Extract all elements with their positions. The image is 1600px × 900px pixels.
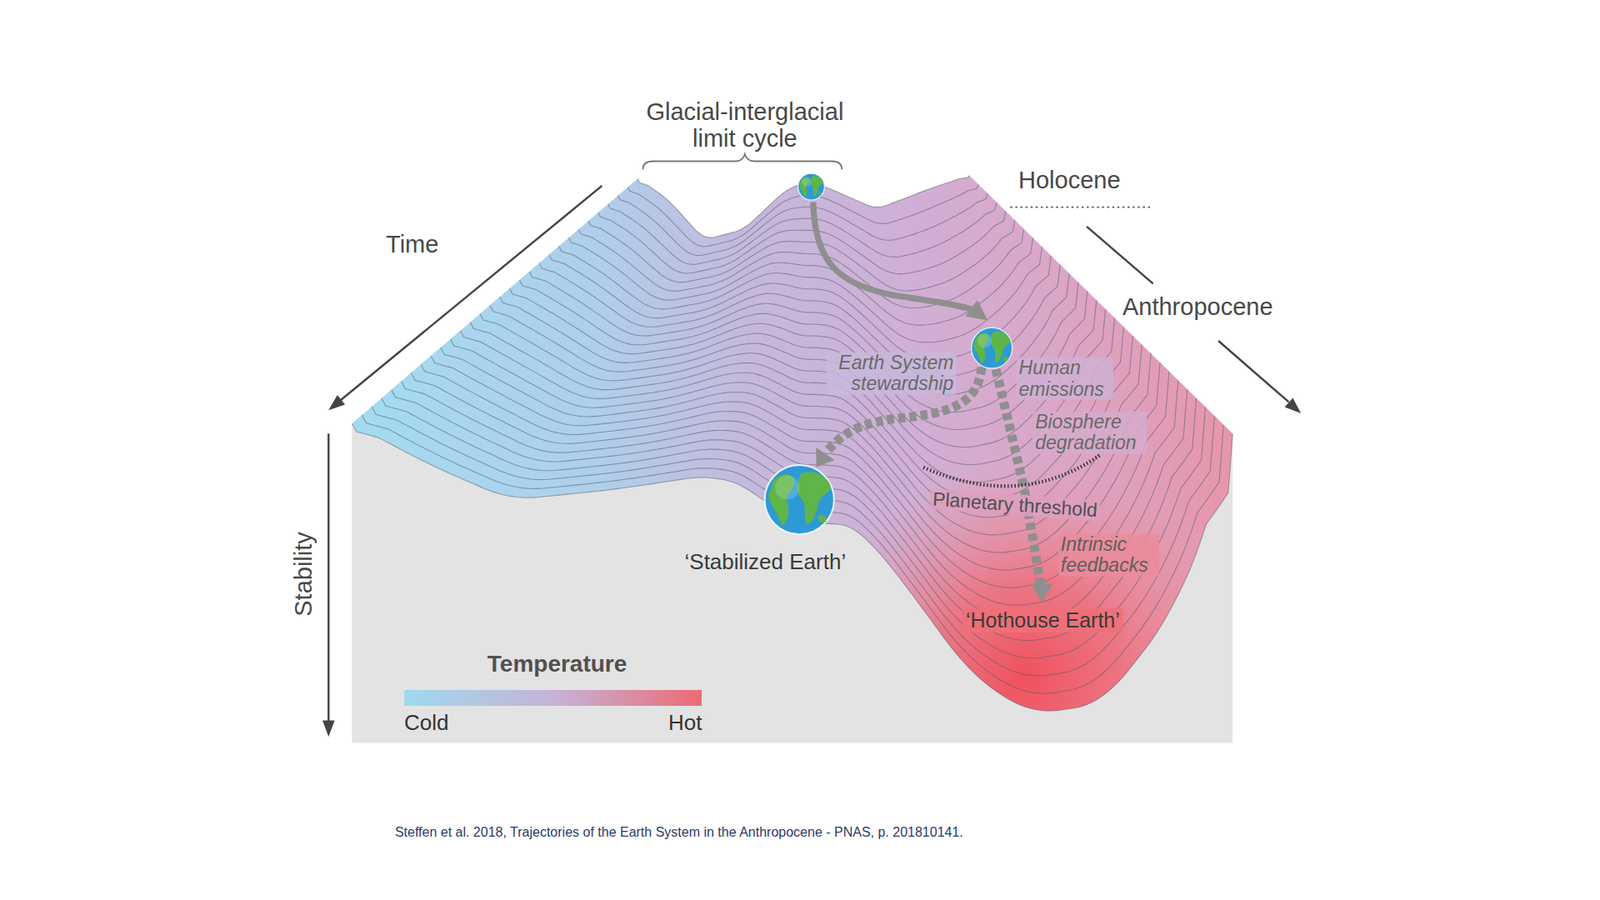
pathway-label: Human emissions [1016, 357, 1114, 400]
holocene-dotted-line [1010, 206, 1151, 209]
threshold-label: Planetary threshold [930, 488, 1101, 521]
legend-text: Hot [668, 710, 702, 735]
label-anchor: Human emissions [1016, 357, 1114, 400]
label-anchor: Stability [290, 532, 318, 618]
contour-line [391, 390, 1197, 641]
axis-label: Stability [290, 532, 318, 618]
arrow-head [815, 447, 835, 468]
contour-line [371, 406, 1215, 676]
stability-landscape [351, 175, 1233, 744]
hothouse-arrow [995, 369, 1041, 586]
label-anchor: Holocene [1018, 167, 1121, 195]
limit-cycle-bracket [642, 154, 842, 170]
planetary-threshold-line [923, 455, 1100, 486]
illustration-part [990, 331, 1010, 363]
arrow-head [965, 300, 988, 320]
illustration-part [971, 327, 1013, 369]
illustration-part [775, 475, 800, 500]
contour-line [618, 193, 988, 256]
state-label: ‘Hothouse Earth’ [962, 608, 1124, 633]
contour-line [440, 347, 1151, 553]
illustration-part [796, 472, 830, 525]
contour-line [637, 175, 970, 238]
label-anchor: Glacial-interglacial limit cycle [635, 99, 854, 153]
epoch-label: Holocene [1018, 167, 1121, 195]
illustration-part [801, 177, 811, 187]
label-anchor: Steffen et al. 2018, Trajectories of the… [395, 825, 964, 840]
legend-title: Temperature [487, 651, 628, 678]
label-anchor: Time [385, 231, 439, 259]
label-anchor: Anthropocene [1122, 294, 1274, 321]
illustration-part [817, 515, 826, 523]
surface-fill [351, 175, 1233, 711]
globe-icon [971, 327, 1013, 369]
arrow-head [1285, 397, 1302, 413]
contour-line [529, 271, 1070, 395]
contour-line [381, 398, 1206, 659]
stability-axis-line [327, 433, 330, 723]
anthropocene-axis-line [1218, 340, 1289, 402]
arrow-head [328, 395, 345, 410]
trajectory-arrows [813, 201, 1100, 602]
illustration-part [799, 175, 824, 197]
illustration-part [764, 465, 834, 535]
illustration-part [977, 333, 992, 348]
label-anchor: Hot [668, 710, 702, 735]
axis-arrows [322, 154, 1301, 737]
arrow-head [1030, 583, 1054, 602]
temperature-bar [404, 690, 703, 707]
contour-line [559, 245, 1043, 342]
pathway-label: Biosphere degradation [1032, 411, 1147, 455]
contour-line [588, 220, 1015, 291]
arrow-head [322, 720, 335, 737]
contour-line [598, 210, 1006, 274]
contour-line [608, 202, 997, 265]
pathway-label: Earth System stewardship [826, 352, 957, 395]
label-anchor: Earth System stewardship [826, 352, 957, 395]
label-anchor: Planetary threshold [930, 488, 1101, 521]
illustration-part [1002, 356, 1008, 362]
contour-line [410, 372, 1178, 605]
pathway-label: Intrinsic feedbacks [1058, 534, 1160, 577]
contour-line [361, 415, 1224, 694]
contour-line [578, 229, 1024, 309]
illustration-part [818, 192, 822, 196]
label-anchor: Intrinsic feedbacks [1058, 534, 1160, 577]
anthropocene-axis-line [1086, 226, 1154, 285]
illustration-part [799, 175, 824, 197]
label-anchor: Cold [404, 710, 449, 735]
source-caption: Steffen et al. 2018, Trajectories of the… [395, 825, 964, 840]
contour-line [401, 380, 1188, 623]
axis-label: Time [385, 231, 439, 259]
illustration-part [798, 173, 825, 200]
illustration-part [810, 175, 824, 196]
illustration-part [973, 331, 1010, 364]
time-axis-line [340, 185, 602, 400]
illustration-part [767, 472, 830, 527]
legend-text: Cold [404, 710, 449, 735]
limit-cycle-label: Glacial-interglacial limit cycle [635, 99, 854, 153]
contour-line [430, 355, 1160, 570]
contour-line [539, 263, 1060, 378]
globes [798, 173, 1013, 369]
trajectory-arrow [813, 201, 975, 310]
contour-line [351, 423, 1233, 711]
stable-state-globe: ‘Stabilized Earth’ [681, 461, 850, 578]
legend-swatch [553, 690, 703, 707]
epoch-label: Anthropocene [1122, 294, 1274, 321]
hothouse-basin-label: ‘Hothouse Earth’ [962, 608, 1124, 633]
globe-icon [798, 173, 825, 200]
label-anchor: Temperature [487, 651, 628, 678]
globe-icon [764, 465, 834, 535]
illustration-part [767, 472, 830, 527]
label-anchor: Biosphere degradation [1032, 411, 1147, 455]
hothouse-glow [351, 175, 1233, 711]
legend-swatch [404, 690, 554, 707]
state-label: ‘Stabilized Earth’ [685, 550, 847, 575]
illustration-part [973, 331, 1010, 364]
